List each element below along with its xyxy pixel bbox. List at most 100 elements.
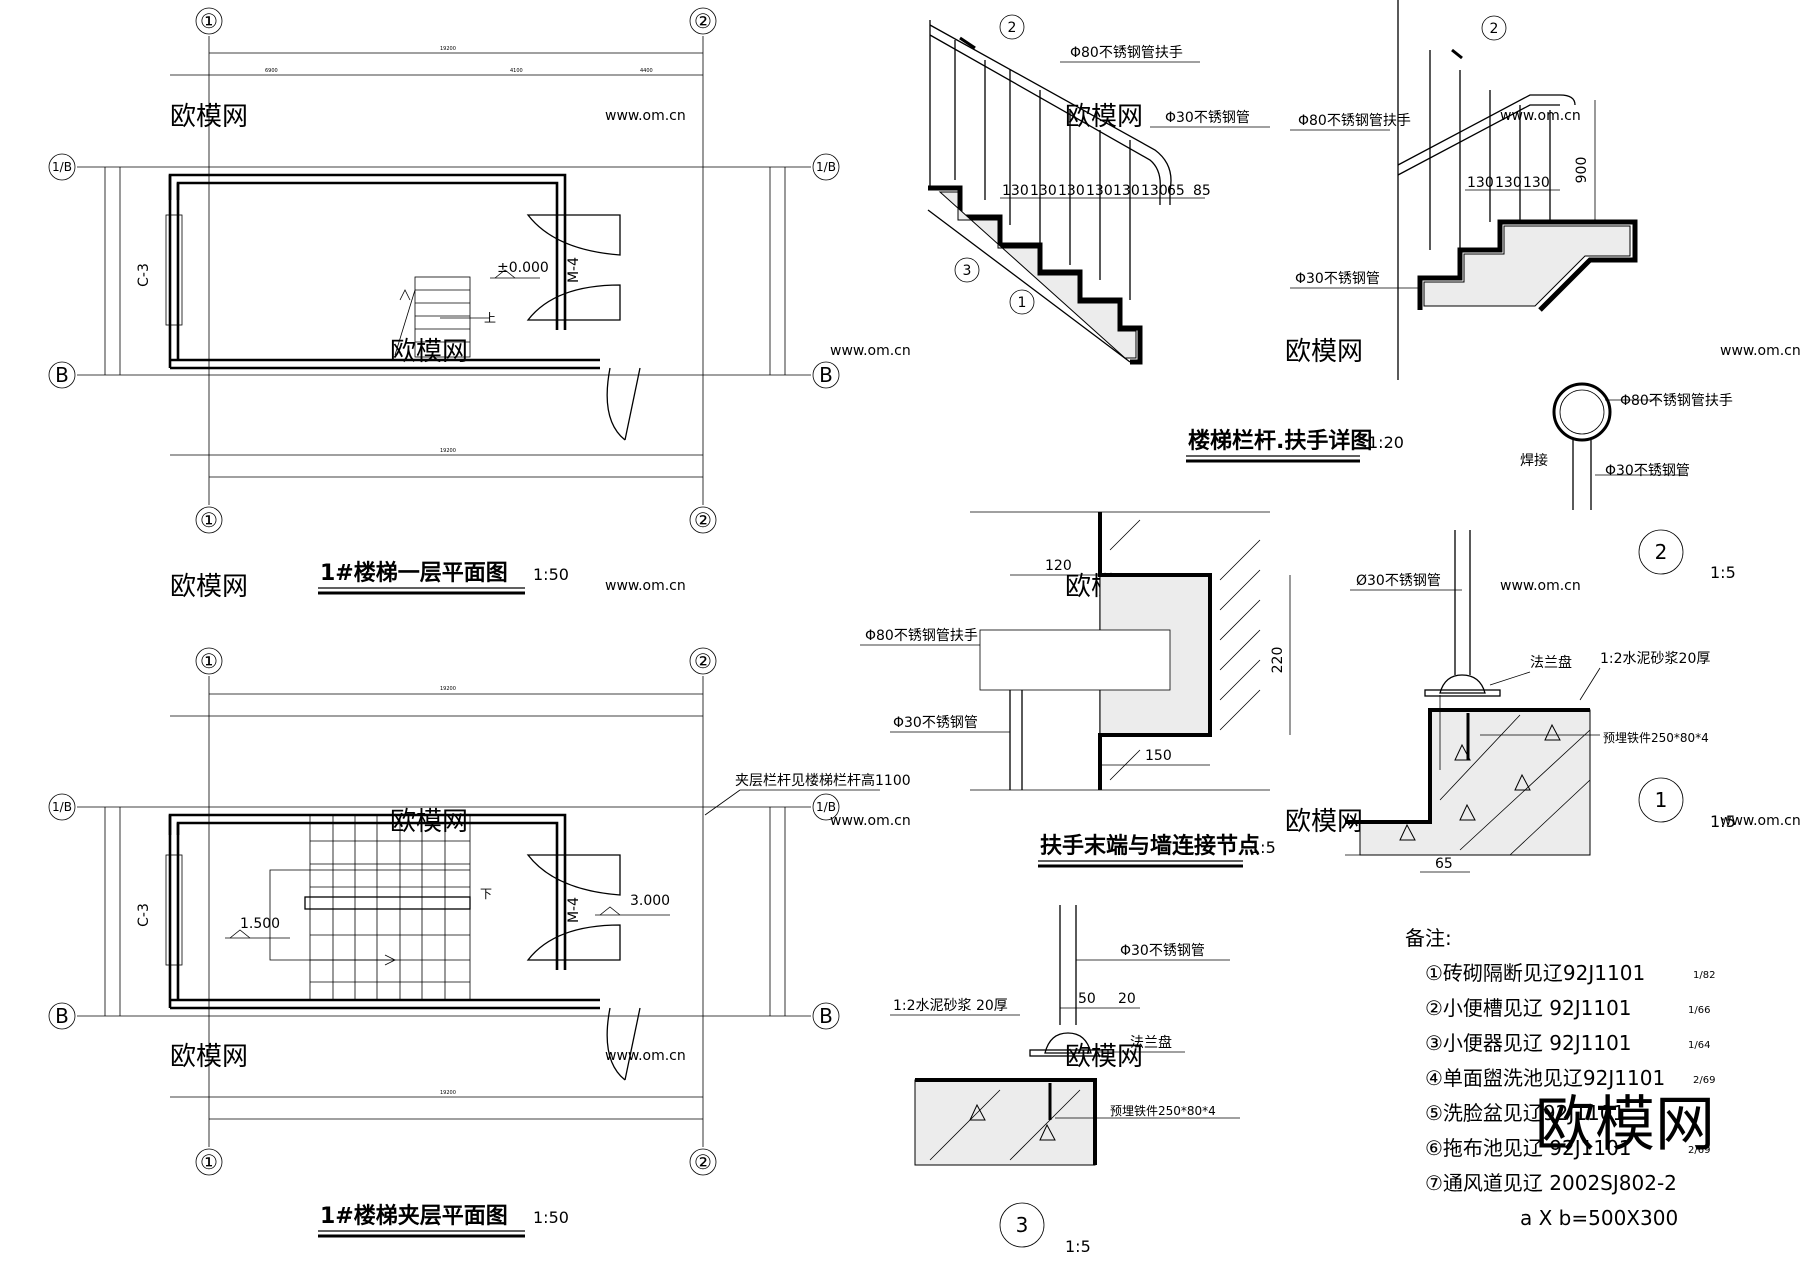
plan1-title: 1#楼梯一层平面图 1:50 (318, 560, 569, 595)
axis-label-1b: 1/B (816, 160, 836, 174)
svg-text:130: 130 (1495, 175, 1522, 191)
dim-220: 220 (1270, 647, 1286, 674)
watermark-url: www.om.cn (830, 343, 911, 359)
handrail-label: Φ80不锈钢管扶手 (1620, 393, 1733, 409)
dim-120: 120 (1045, 558, 1072, 574)
watermark-url: www.om.cn (605, 578, 686, 594)
notes-heading: 备注: (1405, 926, 1452, 950)
watermark: 欧模网 (170, 572, 248, 602)
notes-block: 备注: ①砖砌隔断见辽92J1101 1/82 ②小便槽见辽 92J1101 1… (1405, 926, 1715, 1230)
railing-scale: 1:20 (1368, 433, 1404, 452)
svg-text:85: 85 (1193, 183, 1211, 199)
post-label: Φ30不锈钢管 (1165, 110, 1250, 126)
dim-20: 20 (1118, 991, 1136, 1007)
svg-text:130: 130 (1467, 175, 1494, 191)
axis-bubble (195, 647, 223, 675)
post-label: Φ30不锈钢管 (1120, 943, 1205, 959)
wall-connection-detail: 120 220 150 Φ80不锈钢管扶手 Φ30不锈钢管 (860, 511, 1291, 791)
railing-detail: Φ80不锈钢管扶手 Φ30不锈钢管 2 3 1 130 130 130 130 … (927, 0, 1638, 380)
svg-text:130: 130 (1086, 183, 1113, 199)
axis-label-1b: 1/B (52, 160, 72, 174)
axis-label-1b: 1/B (816, 800, 836, 814)
svg-text:19200: 19200 (440, 686, 456, 692)
plan2-scale: 1:50 (533, 1208, 569, 1227)
watermark: 欧模网 (390, 337, 468, 367)
plan-mezzanine: ① ② ① ② 1/B 1/B B B C-3 (48, 647, 911, 1176)
axis-bubble (689, 1148, 717, 1176)
axis-bubble (195, 506, 223, 534)
axis-label-1: ① (200, 508, 218, 532)
post-label: Φ30不锈钢管 (1605, 463, 1690, 479)
dim-150: 150 (1145, 748, 1172, 764)
svg-text:130: 130 (1002, 183, 1029, 199)
axis-bubble (689, 506, 717, 534)
detail1-scale: 1:5 (1710, 812, 1736, 831)
stair-down-label: 下 (480, 887, 492, 901)
note-item: ②小便槽见辽 92J1101 (1425, 996, 1632, 1020)
concrete-hatch (1399, 714, 1591, 856)
axis-label-1: ① (200, 1150, 218, 1174)
elevation-label-2: 3.000 (630, 893, 670, 909)
plan2-title: 1#楼梯夹层平面图 1:50 (318, 1203, 569, 1238)
axis-bubble (48, 361, 76, 389)
window-label: C-3 (136, 903, 152, 927)
post-label: Φ30不锈钢管 (1295, 271, 1380, 287)
railing-marker-3: 3 (963, 263, 972, 279)
stair-flights (269, 814, 471, 1001)
note-item: ⑥拖布池见辽 92J1101 (1425, 1136, 1632, 1160)
plan-ground-floor: ① ② ① ② 1/B 1/B B B (48, 7, 840, 534)
elevation-label: ±0.000 (497, 260, 549, 276)
detail2-scale: 1:5 (1710, 563, 1736, 582)
flange-label: 法兰盘 (1530, 654, 1572, 671)
watermark-url: www.om.cn (605, 108, 686, 124)
axis-bubble (812, 1002, 840, 1030)
axis-bubble (48, 1002, 76, 1030)
note-item: ⑦通风道见辽 2002SJ802-2 (1425, 1171, 1677, 1195)
svg-text:130: 130 (1058, 183, 1085, 199)
handrail-label: Φ80不锈钢管扶手 (1070, 45, 1183, 61)
axis-bubble (689, 647, 717, 675)
axis-bubble (812, 793, 840, 821)
note-item: ③小便器见辽 92J1101 (1425, 1031, 1632, 1055)
axis-bubble (195, 7, 223, 35)
wall-detail-title: 扶手末端与墙连接节点 1:5 (1038, 833, 1276, 868)
door-label: M-4 (566, 897, 582, 923)
note-ref: 2/69 (1688, 1145, 1710, 1156)
watermark: 欧模网 (1285, 337, 1363, 367)
svg-text:130: 130 (1523, 175, 1550, 191)
post-label: Ø30不锈钢管 (1356, 573, 1441, 589)
handrail-label: Φ80不锈钢管扶手 (865, 628, 978, 644)
mortar-label: 1:2水泥砂浆20厚 (1600, 651, 1710, 667)
detail-1: Ø30不锈钢管 法兰盘 1:2水泥砂浆20厚 预埋铁件250*80*4 65 1… (1345, 530, 1736, 873)
detail3-scale: 1:5 (1065, 1237, 1091, 1256)
svg-text:4100: 4100 (510, 68, 523, 74)
axis-bubble (48, 153, 76, 181)
plan1-scale: 1:50 (533, 565, 569, 584)
dim-50: 50 (1078, 991, 1096, 1007)
watermark-url: www.om.cn (1720, 343, 1800, 359)
axis-label-1b: 1/B (52, 800, 72, 814)
watermark-url: www.om.cn (1500, 578, 1581, 594)
plan1-title-text: 1#楼梯一层平面图 (320, 560, 508, 586)
railing-title: 楼梯栏杆.扶手详图 1:20 (1186, 428, 1404, 463)
axis-label-1: ① (200, 649, 218, 673)
plan2-title-text: 1#楼梯夹层平面图 (320, 1203, 508, 1229)
svg-text:4400: 4400 (640, 68, 653, 74)
railing-marker-1: 1 (1018, 295, 1027, 311)
note-item: ④单面盥洗池见辽92J1101 (1425, 1066, 1665, 1090)
svg-text:130: 130 (1141, 183, 1168, 199)
note-ref: 1/64 (1688, 1040, 1710, 1051)
wall-detail-title-text: 扶手末端与墙连接节点 (1040, 833, 1260, 859)
note-item: ①砖砌隔断见辽92J1101 (1425, 961, 1645, 985)
svg-text:130: 130 (1030, 183, 1057, 199)
flange-label: 法兰盘 (1130, 1034, 1172, 1051)
note-ref: 1/66 (1688, 1005, 1710, 1016)
axis-bubble (812, 153, 840, 181)
svg-text:19200: 19200 (440, 448, 456, 454)
big-watermark: 欧模网 (1535, 1090, 1715, 1160)
svg-text:19200: 19200 (440, 1090, 456, 1096)
railing-marker-2: 2 (1490, 21, 1499, 37)
embed-label: 预埋铁件250*80*4 (1603, 731, 1709, 745)
axis-label-b: B (55, 1004, 69, 1028)
detail-3: Φ30不锈钢管 1:2水泥砂浆 20厚 50 20 法兰盘 预埋铁件250*80… (890, 905, 1240, 1256)
